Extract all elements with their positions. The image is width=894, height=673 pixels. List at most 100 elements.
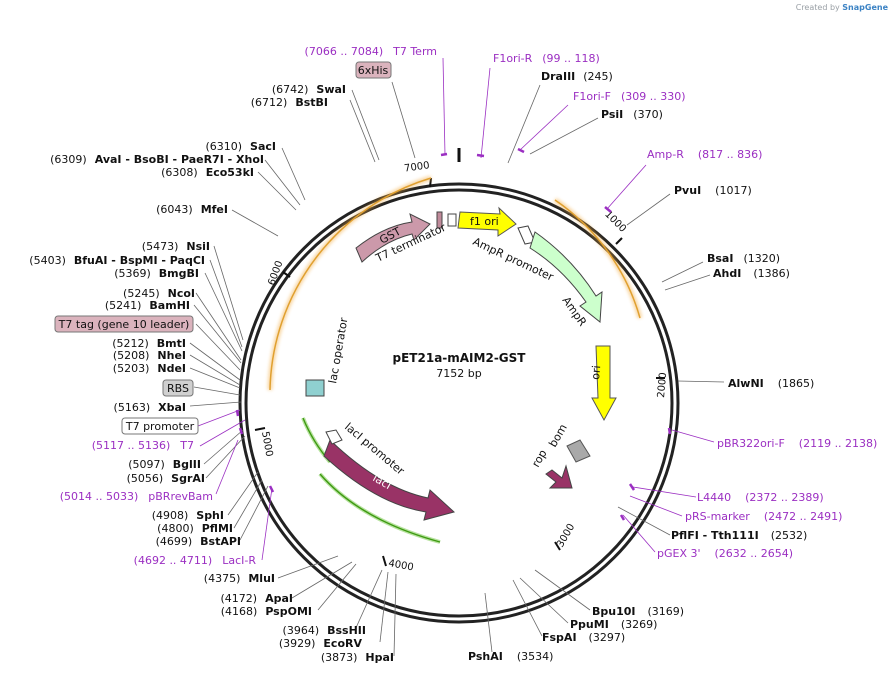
label-ppumi: PpuMI(3269): [570, 618, 657, 631]
label-prs-marker-pos: (2472 .. 2491): [764, 510, 843, 523]
label-bstbi-name: BstBI: [295, 96, 328, 109]
t7-terminator-box: [436, 211, 443, 229]
boxed-t7promoter-text: T7 promoter: [125, 420, 195, 433]
label-sphi-name: SphI: [196, 509, 224, 522]
label-draiii-pos: (245): [583, 70, 613, 83]
label-bsai: BsaI(1320): [707, 252, 780, 265]
label-laci-r-pos: (4692 .. 4711): [134, 554, 213, 567]
label-bmgbi-name: BmgBI: [159, 267, 199, 280]
tick-label-7000: 7000: [404, 160, 431, 174]
label-bamhi: (5241) BamHI: [105, 299, 190, 312]
lac-operator-label: lac operator: [326, 316, 350, 384]
rop-label: rop: [529, 447, 549, 469]
label-sgrai: (5056)SgrAI: [127, 472, 205, 485]
label-hpai: (3873)HpaI: [321, 651, 394, 664]
boxed-t7tag-text: T7 tag (gene 10 leader): [58, 318, 190, 331]
label-sphi: (4908)SphI: [152, 509, 224, 522]
label-bsshii: (3964)BssHII: [283, 624, 366, 637]
plasmid-size: 7152 bp: [436, 367, 481, 380]
label-bmti: (5212) BmtI: [112, 337, 186, 350]
label-nsii-pos: (5473): [142, 240, 179, 253]
right-leaders: [480, 67, 725, 653]
label-prs-marker-name: pRS-marker: [685, 510, 750, 523]
lac-operator-box: [305, 379, 325, 397]
tick-6000: [282, 271, 291, 278]
label-t7-term: (7066 .. 7084)T7 Term: [305, 45, 437, 58]
label-eco53ki-pos: (6308): [161, 166, 198, 179]
label-pflfi-tth111i-pos: (2532): [771, 529, 808, 542]
label-prs-marker: pRS-marker (2472 .. 2491): [685, 510, 842, 523]
label-fspai-pos: (3297): [589, 631, 626, 644]
label-ncoi-name: NcoI: [168, 287, 195, 300]
laci-promoter-arrow: [325, 429, 343, 445]
label-bamhi-pos: (5241): [105, 299, 142, 312]
boxed-rbs-rect: [162, 379, 194, 397]
label-ndei-name: NdeI: [157, 362, 186, 375]
orf-arc-right: [554, 199, 641, 319]
boxed-label-t7tag: T7 tag (gene 10 leader): [54, 315, 194, 333]
label-pbrrevbam-pos: (5014 .. 5033): [60, 490, 139, 503]
label-pbr322ori-f-pos: (2119 .. 2138): [799, 437, 878, 450]
tick-label-5000: 5000: [259, 431, 274, 458]
label-bsshii-name: BssHII: [327, 624, 366, 637]
label-alwni-pos: (1865): [778, 377, 815, 390]
label-bpu10i-name: Bpu10I: [592, 605, 636, 618]
label-f1ori-r: F1ori-R(99 .. 118): [493, 52, 600, 65]
label-saci: (6310) SacI: [205, 140, 276, 153]
label-ncoi-pos: (5245): [123, 287, 160, 300]
label-saci-pos: (6310): [205, 140, 242, 153]
label-l4440-name: L4440: [697, 491, 731, 504]
label-bpu10i: Bpu10I(3169): [592, 605, 684, 618]
label-sgrai-name: SgrAI: [171, 472, 205, 485]
label-fspai: FspAI(3297): [542, 631, 625, 644]
label-f1ori-f-name: F1ori-F: [573, 90, 611, 103]
label-pshai: PshAI(3534): [468, 650, 553, 663]
f1-ori-label: f1 ori: [470, 215, 499, 228]
label-pvui: PvuI(1017): [674, 184, 752, 197]
label-ecorv: (3929)EcoRV: [279, 637, 363, 650]
label-bamhi-name: BamHI: [149, 299, 190, 312]
gst-arrow: [355, 213, 431, 263]
tick-1000: [615, 237, 623, 245]
label-t7-primer-name: T7: [179, 439, 194, 452]
label-bmti-pos: (5212): [112, 337, 149, 350]
label-t7-term-pos: (7066 .. 7084): [305, 45, 384, 58]
label-pgex3-name: pGEX 3': [657, 547, 701, 560]
label-swai-pos: (6742): [272, 83, 309, 96]
tick-label-2000: 2000: [656, 372, 669, 398]
boxed-6xhis-rect: [355, 61, 392, 79]
label-pflmi-pos: (4800): [157, 522, 194, 535]
label-alwni-name: AlwNI: [728, 377, 764, 390]
tick-label-3000: 3000: [555, 522, 577, 550]
label-l4440-pos: (2372 .. 2389): [745, 491, 824, 504]
label-bstapi: (4699)BstAPI: [156, 535, 241, 548]
label-pspomi: (4168)PspOMI: [221, 605, 312, 618]
label-pspomi-pos: (4168): [221, 605, 258, 618]
label-bmti-name: BmtI: [157, 337, 186, 350]
label-ppumi-name: PpuMI: [570, 618, 609, 631]
boxed-label-rbs: RBS: [162, 379, 194, 397]
ori-label: ori: [589, 365, 603, 380]
label-saci-name: SacI: [250, 140, 276, 153]
tick-label-1000: 1000: [602, 209, 628, 235]
label-bfuai-group: (5403)BfuAI - BspMI - PaqCI: [29, 254, 205, 267]
label-ecorv-name: EcoRV: [323, 637, 362, 650]
primer-marks: [235, 147, 672, 521]
label-xhoi-group: (6309)AvaI - BsoBI - PaeR7I - XhoI: [50, 153, 264, 166]
ori-arrow: [591, 345, 617, 422]
label-f1ori-r-pos: (99 .. 118): [542, 52, 600, 65]
tick-4000: [382, 555, 387, 567]
rop-arrow: [545, 464, 573, 489]
label-apai-name: ApaI: [265, 592, 293, 605]
label-ahdi: AhdI(1386): [713, 267, 790, 280]
label-nsii-name: NsiI: [186, 240, 210, 253]
label-xbai-name: XbaI: [158, 401, 186, 414]
label-ncoi: (5245) NcoI: [123, 287, 195, 300]
label-mfei-name: MfeI: [201, 203, 228, 216]
label-bglii-name: BglII: [173, 458, 201, 471]
tick-3000: [554, 541, 561, 551]
label-apai-pos: (4172): [221, 592, 258, 605]
ampr-arrow: [529, 231, 603, 323]
label-l4440: L4440 (2372 .. 2389): [697, 491, 824, 504]
backbone-inner: [244, 188, 674, 618]
